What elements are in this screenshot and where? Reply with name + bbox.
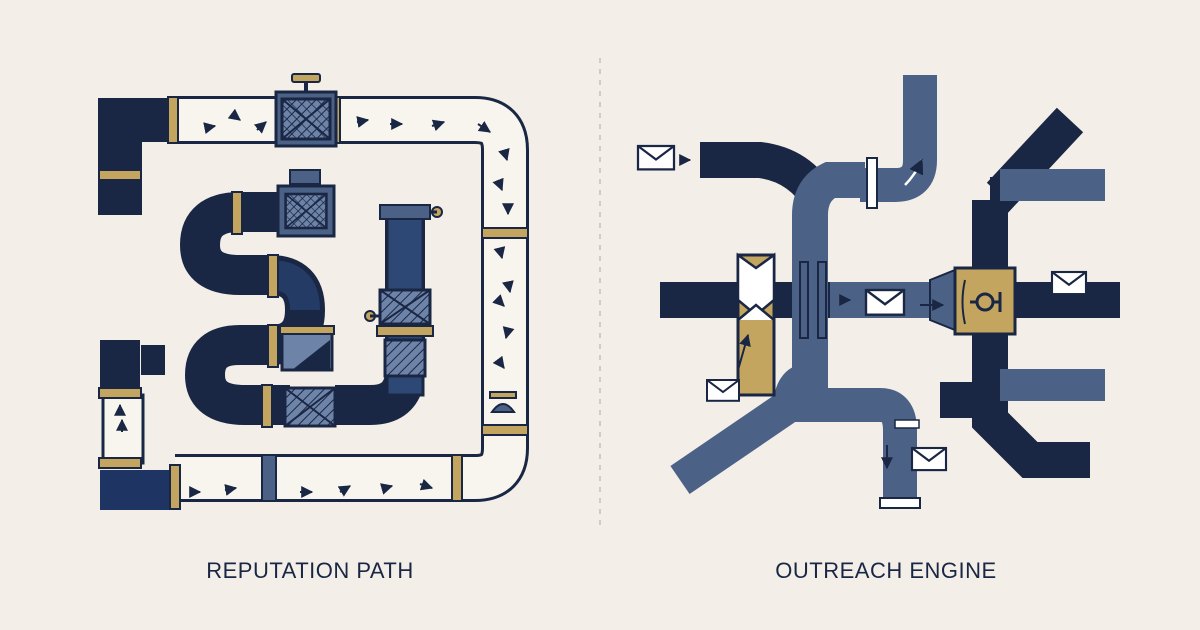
flow-arrows	[114, 108, 515, 498]
flow-arrows	[679, 154, 1050, 470]
envelope-icon	[705, 378, 741, 402]
envelope-icon	[1050, 270, 1088, 296]
envelope-icon	[636, 144, 676, 171]
navy-elbow-top	[98, 98, 175, 215]
caption-outreach-engine: OUTREACH ENGINE	[775, 558, 997, 583]
envelope-icon	[910, 446, 948, 472]
hub-box	[929, 266, 1017, 336]
filter-icon	[283, 386, 337, 428]
outreach-engine-diagram	[636, 75, 1120, 509]
valve-icon	[489, 391, 517, 413]
envelope-icon	[864, 288, 906, 316]
filter-icon	[276, 169, 336, 238]
reputation-path-diagram	[98, 73, 529, 510]
caption-reputation-path: REPUTATION PATH	[206, 558, 414, 583]
s-shaped-pipe	[180, 192, 325, 425]
funnel-icon	[279, 325, 335, 372]
valve-icon	[274, 73, 338, 148]
sorter-box	[736, 252, 776, 397]
